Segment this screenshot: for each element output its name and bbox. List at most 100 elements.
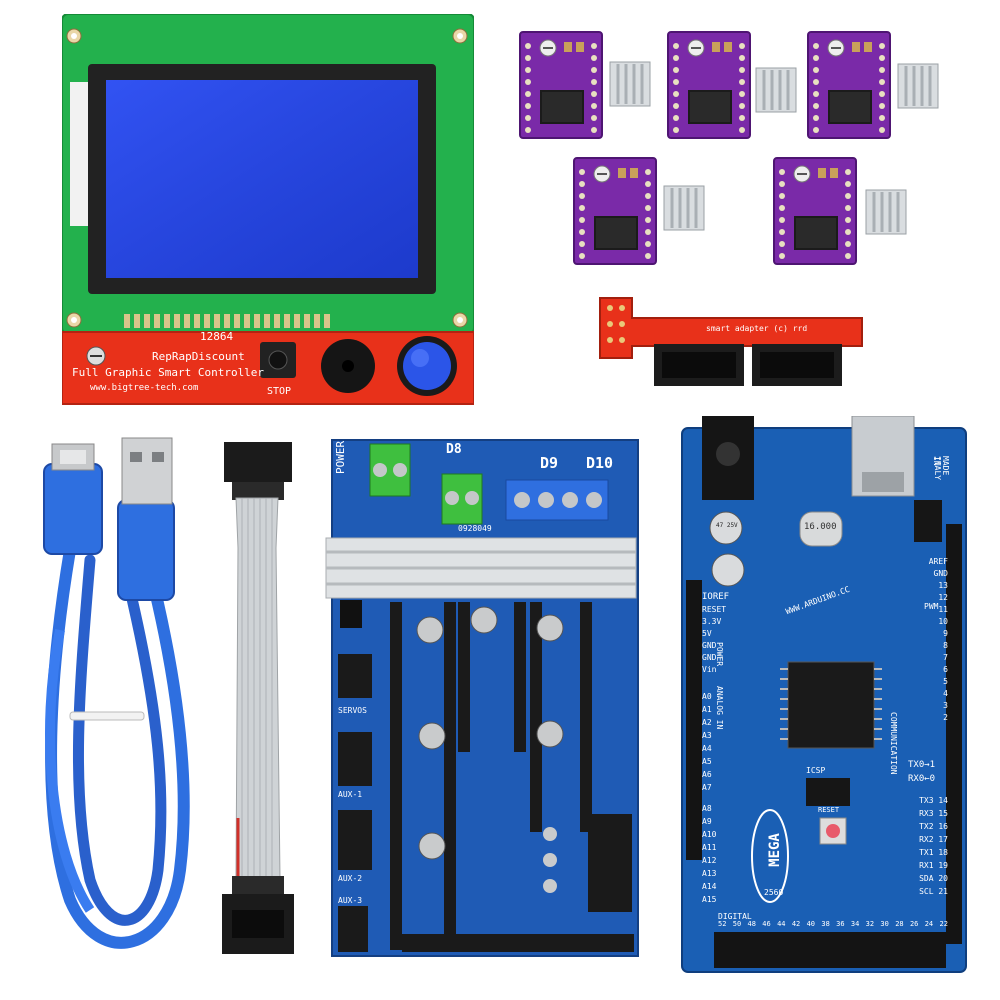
pwm-pin-label: 5 (943, 677, 948, 686)
comm-pin-label: SDA 20 (919, 874, 948, 883)
lcd-controller: 12864 RepRapDiscount Full Graphic Smart … (62, 14, 474, 406)
pwm-pin-label: 10 (938, 617, 948, 626)
lcd-url-label: www.bigtree-tech.com (90, 383, 199, 393)
lcd-stop-label: STOP (267, 386, 292, 397)
ramps-board-svg (325, 439, 639, 957)
power-pin-label: GND (702, 653, 717, 662)
analog-pin-label: A2 (702, 718, 712, 727)
ramps-d8-label: D8 (446, 442, 462, 457)
ramps-board: POWER D8 D9 D10 0928049 SERVOS AUX-1 AUX… (318, 434, 640, 958)
mega-crystal-label: 16.000 (804, 522, 837, 532)
analog-pin-label: A9 (702, 817, 712, 826)
digital-pin-label: 44 (777, 920, 786, 928)
analog-pin-labels: A0 A1 A2 A3 A4 A5 A6 A7 A8 A9 A10 A11 A1… (702, 690, 732, 906)
mega-model-label: MEGA (766, 833, 783, 867)
ramps-aux2-label: AUX-2 (338, 874, 363, 883)
digital-pin-label: 34 (850, 920, 860, 928)
analog-pin-label: A4 (702, 744, 712, 753)
pwm-pin-label: GND (933, 569, 948, 578)
digital-pin-label: 24 (924, 920, 934, 928)
mega-rx-label: RX0←0 (908, 774, 936, 784)
pwm-pin-label: 11 (938, 605, 948, 614)
digital-pin-label: 48 (747, 920, 756, 928)
ramps-d10-label: D10 (586, 454, 614, 472)
mega-cap-label: 47 25V (716, 522, 738, 529)
mega-italy-label: ITALY (933, 456, 942, 481)
analog-pin-label: A11 (702, 843, 717, 852)
ramps-power-label: POWER (334, 440, 347, 474)
pwm-pin-label: 13 (938, 581, 948, 590)
analog-pin-label: A5 (702, 757, 712, 766)
digital-pin-label: 40 (806, 920, 816, 928)
analog-pin-label: A10 (702, 830, 717, 839)
usb-cable (30, 430, 210, 970)
stepper-drivers-svg (519, 31, 940, 265)
mega-tx-label: TX0→1 (908, 760, 936, 770)
power-pin-label: Vin (702, 665, 717, 674)
power-pin-label: RESET (702, 605, 727, 614)
digital-pin-label: 22 (939, 920, 948, 928)
ramps-aux3-label: AUX-3 (338, 896, 363, 905)
pwm-pin-label: AREF (928, 557, 948, 566)
analog-pin-label: A15 (702, 895, 717, 904)
analog-pin-label: A6 (702, 770, 712, 779)
ribbon-cable-svg (222, 442, 294, 954)
digital-pin-label: 50 (732, 920, 742, 928)
analog-pin-label: A1 (702, 705, 712, 714)
ramps-servos-label: SERVOS (338, 706, 367, 715)
analog-pin-label: A3 (702, 731, 712, 740)
arduino-mega: MADE IN ITALY 16.000 WWW.ARDUINO.CC IORE… (680, 416, 970, 976)
arduino-mega-svg (681, 416, 967, 973)
ramps-d9-label: D9 (540, 454, 559, 472)
analog-pin-label: A13 (702, 869, 717, 878)
lcd-model-label: 12864 (200, 330, 234, 343)
digital-pin-label: 32 (865, 920, 875, 928)
comm-pin-label: TX3 14 (919, 796, 948, 805)
analog-pin-label: A14 (702, 882, 717, 891)
analog-pin-label: A0 (702, 692, 712, 701)
pwm-pin-label: 7 (943, 653, 948, 662)
lcd-brand-label: RepRapDiscount (152, 350, 245, 363)
digital-pin-label: 36 (836, 920, 845, 928)
comm-pin-labels: TX3 14 RX3 15 TX2 16 RX2 17 TX1 18 RX1 1… (908, 794, 948, 898)
pwm-pin-label: 4 (943, 689, 948, 698)
digital-pin-label: 38 (821, 920, 830, 928)
analog-pin-label: A7 (702, 783, 712, 792)
usb-cable-svg (43, 437, 190, 949)
comm-pin-label: RX2 17 (919, 835, 948, 844)
ramps-serial-label: 0928049 (458, 524, 492, 533)
power-pin-label: 3.3V (702, 617, 722, 626)
lcd-product-label: Full Graphic Smart Controller (72, 366, 265, 379)
digital-pin-label: 42 (791, 920, 801, 928)
digital-pin-label: 28 (895, 920, 904, 928)
ramps-aux1-label: AUX-1 (338, 790, 363, 799)
digital-pin-labels: 52 50 48 46 44 42 40 38 36 34 32 30 28 2… (718, 920, 948, 928)
mega-chip-label: 2560 (764, 888, 784, 897)
digital-pin-label: 46 (762, 920, 771, 928)
lcd-board-svg (62, 14, 474, 405)
stepper-drivers (510, 24, 950, 274)
mega-communication-label: COMMUNICATION (889, 712, 898, 775)
analog-pin-label: A12 (702, 856, 717, 865)
smart-adapter-svg (599, 297, 863, 386)
ribbon-cable (218, 438, 298, 958)
pwm-pin-label: 8 (943, 641, 948, 650)
power-pin-label: 5V (702, 629, 712, 638)
comm-pin-label: RX1 19 (919, 861, 948, 870)
pwm-pin-label: 2 (943, 713, 948, 722)
mega-icsp-label: ICSP (806, 766, 826, 775)
comm-pin-label: SCL 21 (919, 887, 948, 896)
analog-pin-label: A8 (702, 804, 712, 813)
comm-pin-label: TX2 16 (919, 822, 948, 831)
mega-ioref-label: IOREF (702, 592, 730, 602)
pwm-pin-label: 9 (943, 629, 948, 638)
digital-pin-label: 30 (880, 920, 889, 928)
mega-digital-label: DIGITAL (718, 912, 752, 921)
mega-reset-label: RESET (818, 806, 840, 814)
comm-pin-label: RX3 15 (919, 809, 948, 818)
digital-pin-label: 52 (718, 920, 727, 928)
digital-pin-label: 26 (909, 920, 919, 928)
adapter-label: smart adapter (c) rrd (706, 324, 808, 333)
mega-pwm-label: PWM (924, 602, 939, 611)
pwm-pin-label: 12 (938, 593, 948, 602)
